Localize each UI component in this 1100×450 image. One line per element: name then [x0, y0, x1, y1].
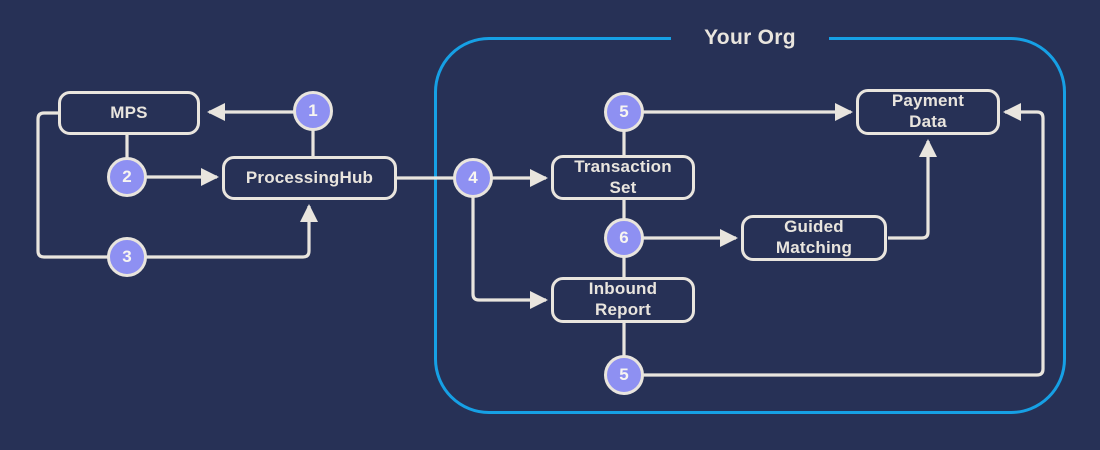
step-marker-5-top: 5	[604, 92, 644, 132]
step-marker-1: 1	[293, 91, 333, 131]
step-marker-2-number: 2	[122, 167, 132, 186]
step-marker-5-bottom: 5	[604, 355, 644, 395]
node-transaction-set: Transaction Set	[551, 155, 695, 200]
step-marker-2: 2	[107, 157, 147, 197]
step-marker-1-number: 1	[308, 101, 318, 120]
step-marker-4-number: 4	[468, 168, 478, 187]
node-payment-data-label: Payment Data	[891, 91, 965, 131]
node-guided-matching: Guided Matching	[741, 215, 887, 261]
step-marker-5-bottom-number: 5	[619, 365, 629, 384]
step-marker-6-number: 6	[619, 228, 629, 247]
node-inbound-report: Inbound Report	[551, 277, 695, 323]
edge-4-to-inbound-report	[471, 178, 548, 309]
step-marker-4: 4	[453, 158, 493, 198]
step-marker-6: 6	[604, 218, 644, 258]
your-org-title: Your Org	[671, 23, 829, 53]
node-inbound-report-label: Inbound Report	[588, 279, 658, 319]
node-guided-matching-label: Guided Matching	[775, 217, 853, 257]
step-marker-3-number: 3	[122, 247, 132, 266]
node-processing-hub: ProcessingHub	[222, 156, 397, 200]
edge-guided-matching-to-payment-data	[888, 139, 937, 240]
edge-mps-to-3-to-processinghub	[36, 111, 318, 259]
step-marker-5-top-number: 5	[619, 102, 629, 121]
node-payment-data: Payment Data	[856, 89, 1000, 135]
node-mps: MPS	[58, 91, 200, 135]
step-marker-3: 3	[107, 237, 147, 277]
node-processing-hub-label: ProcessingHub	[245, 167, 374, 187]
node-transaction-set-label: Transaction Set	[574, 156, 672, 197]
edge-5-to-payment-data-right	[624, 103, 1045, 377]
node-mps-label: MPS	[110, 102, 148, 122]
